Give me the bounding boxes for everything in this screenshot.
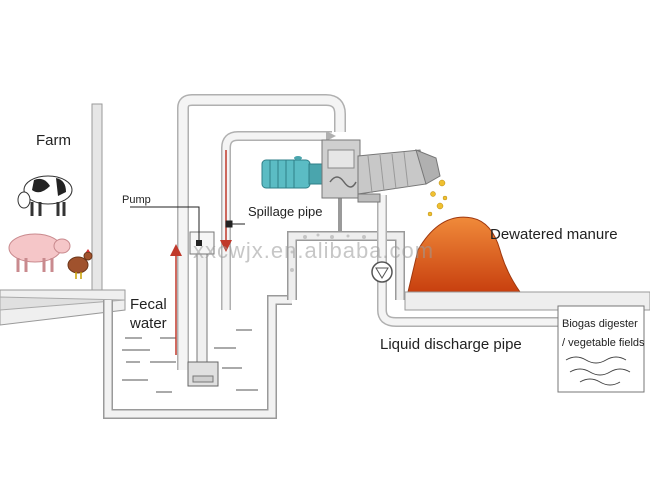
farm-wall	[87, 103, 107, 307]
motor-icon	[261, 156, 324, 189]
dewatered-manure-label: Dewatered manure	[490, 226, 618, 243]
chicken-icon	[67, 249, 93, 279]
flow-meter-icon	[371, 261, 393, 283]
biogas-label-line1: Biogas digester	[562, 318, 638, 330]
pig-icon	[8, 233, 71, 272]
falling-solids	[427, 179, 448, 217]
leader-lines	[130, 206, 245, 240]
screw-press-separator	[261, 139, 441, 203]
fecal-water-tank	[103, 295, 292, 419]
watermark-text: xxcwjx.en.alibaba.com	[193, 238, 435, 263]
dewatered-manure-pile	[407, 216, 521, 293]
cow-icon	[17, 175, 73, 216]
biogas-label-line2: / vegetable fields	[562, 337, 645, 349]
fecal-water-label-line1: Fecal	[130, 296, 167, 313]
pump-label: Pump	[122, 194, 151, 206]
farm-label: Farm	[36, 132, 71, 149]
biogas-digester-box	[557, 305, 645, 393]
liquid-discharge-pipe-label: Liquid discharge pipe	[380, 336, 522, 353]
inlet-pipe	[170, 94, 346, 370]
fecal-water-label-line2: water	[130, 315, 167, 332]
spillage-pipe-label: Spillage pipe	[248, 204, 323, 219]
pump-icon	[187, 231, 219, 387]
spillage-pipe	[220, 131, 336, 310]
liquid-discharge-pipe	[377, 195, 560, 327]
farm-channel	[0, 289, 126, 326]
